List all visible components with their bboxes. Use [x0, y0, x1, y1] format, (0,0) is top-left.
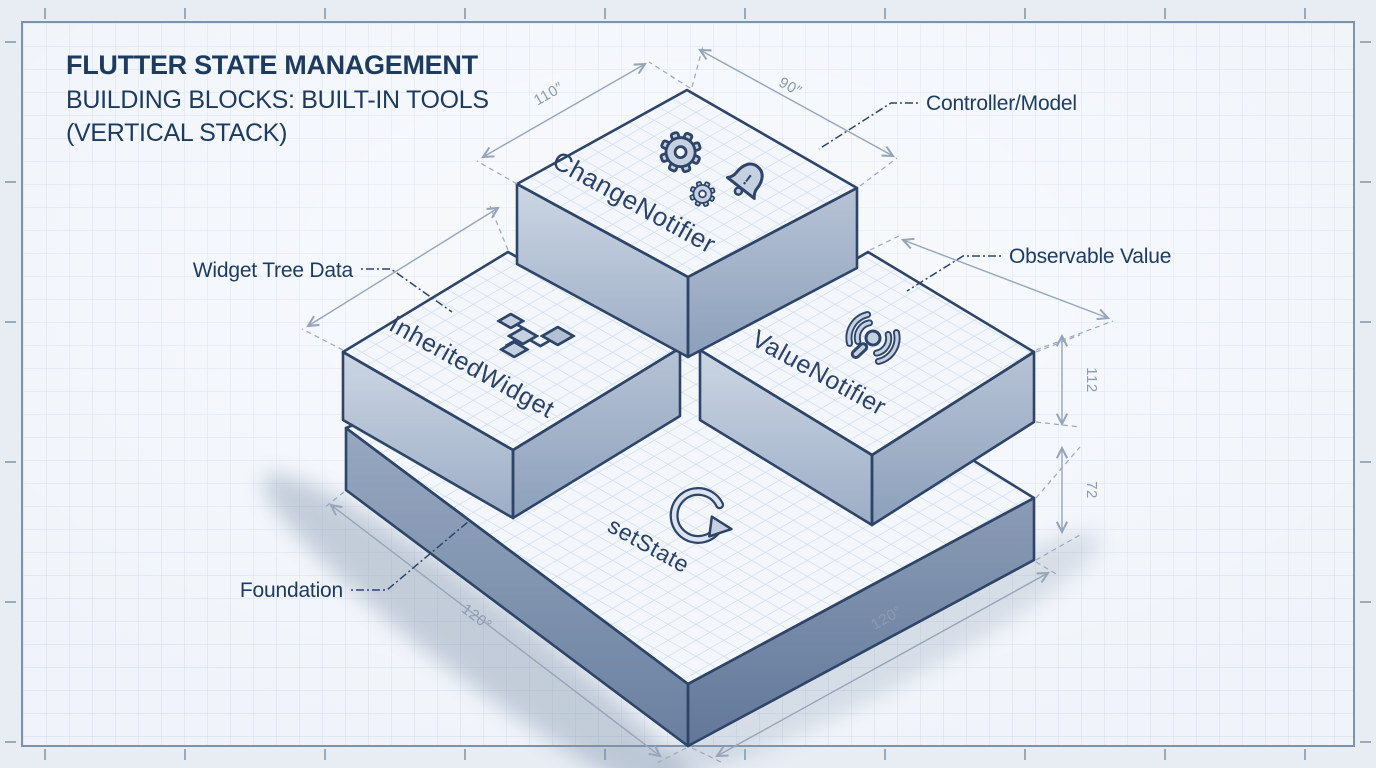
change-notifier-icons: ! [652, 123, 764, 212]
leader-line-observable-value [906, 255, 1001, 292]
annotation-controller-model: Controller/Model [926, 92, 1077, 115]
dimension-label-72: 72 [1083, 481, 1100, 499]
dimension-line-110 [481, 62, 647, 159]
broadcast-icon [845, 311, 901, 365]
annotation-widget-tree-data: Widget Tree Data [193, 259, 354, 282]
annotation-observable-value: Observable Value [1009, 245, 1171, 268]
change-notifier-block: ChangeNotifier ! [515, 88, 859, 359]
page-title: FLUTTER STATE MANAGEMENT [66, 50, 479, 80]
value-notifier-right-face [872, 352, 1034, 525]
refresh-arrow-icon [669, 486, 733, 544]
page-subtitle-2: (VERTICAL STACK) [66, 119, 287, 147]
callout-annotations: Controller/Model Widget Tree Data Observ… [193, 92, 1172, 602]
dimension-label-112: 112 [1083, 367, 1100, 392]
value-notifier-left-face [700, 350, 872, 525]
inherited-widget-left-face [343, 352, 513, 518]
leader-line-controller-model [818, 102, 918, 150]
dimension-line-value-notifier [900, 237, 1111, 321]
leader-line-widget-tree-data [361, 268, 453, 313]
annotation-foundation: Foundation [240, 579, 343, 602]
dimension-line-inherited-widget [306, 206, 500, 328]
notification-bell-icon: ! [726, 162, 764, 200]
dimension-line-90 [697, 48, 896, 158]
change-notifier-left-face [517, 184, 688, 357]
dimension-line-120-left [329, 503, 662, 758]
dimension-line-120-right [714, 571, 1051, 758]
inherited-widget-right-face [513, 348, 680, 518]
leader-line-foundation [351, 520, 470, 591]
title-block: FLUTTER STATE MANAGEMENT BUILDING BLOCKS… [66, 50, 489, 147]
page-subtitle: BUILDING BLOCKS: BUILT-IN TOOLS [66, 86, 489, 114]
change-notifier-right-face [688, 188, 857, 357]
widget-tree-icon [496, 312, 576, 359]
